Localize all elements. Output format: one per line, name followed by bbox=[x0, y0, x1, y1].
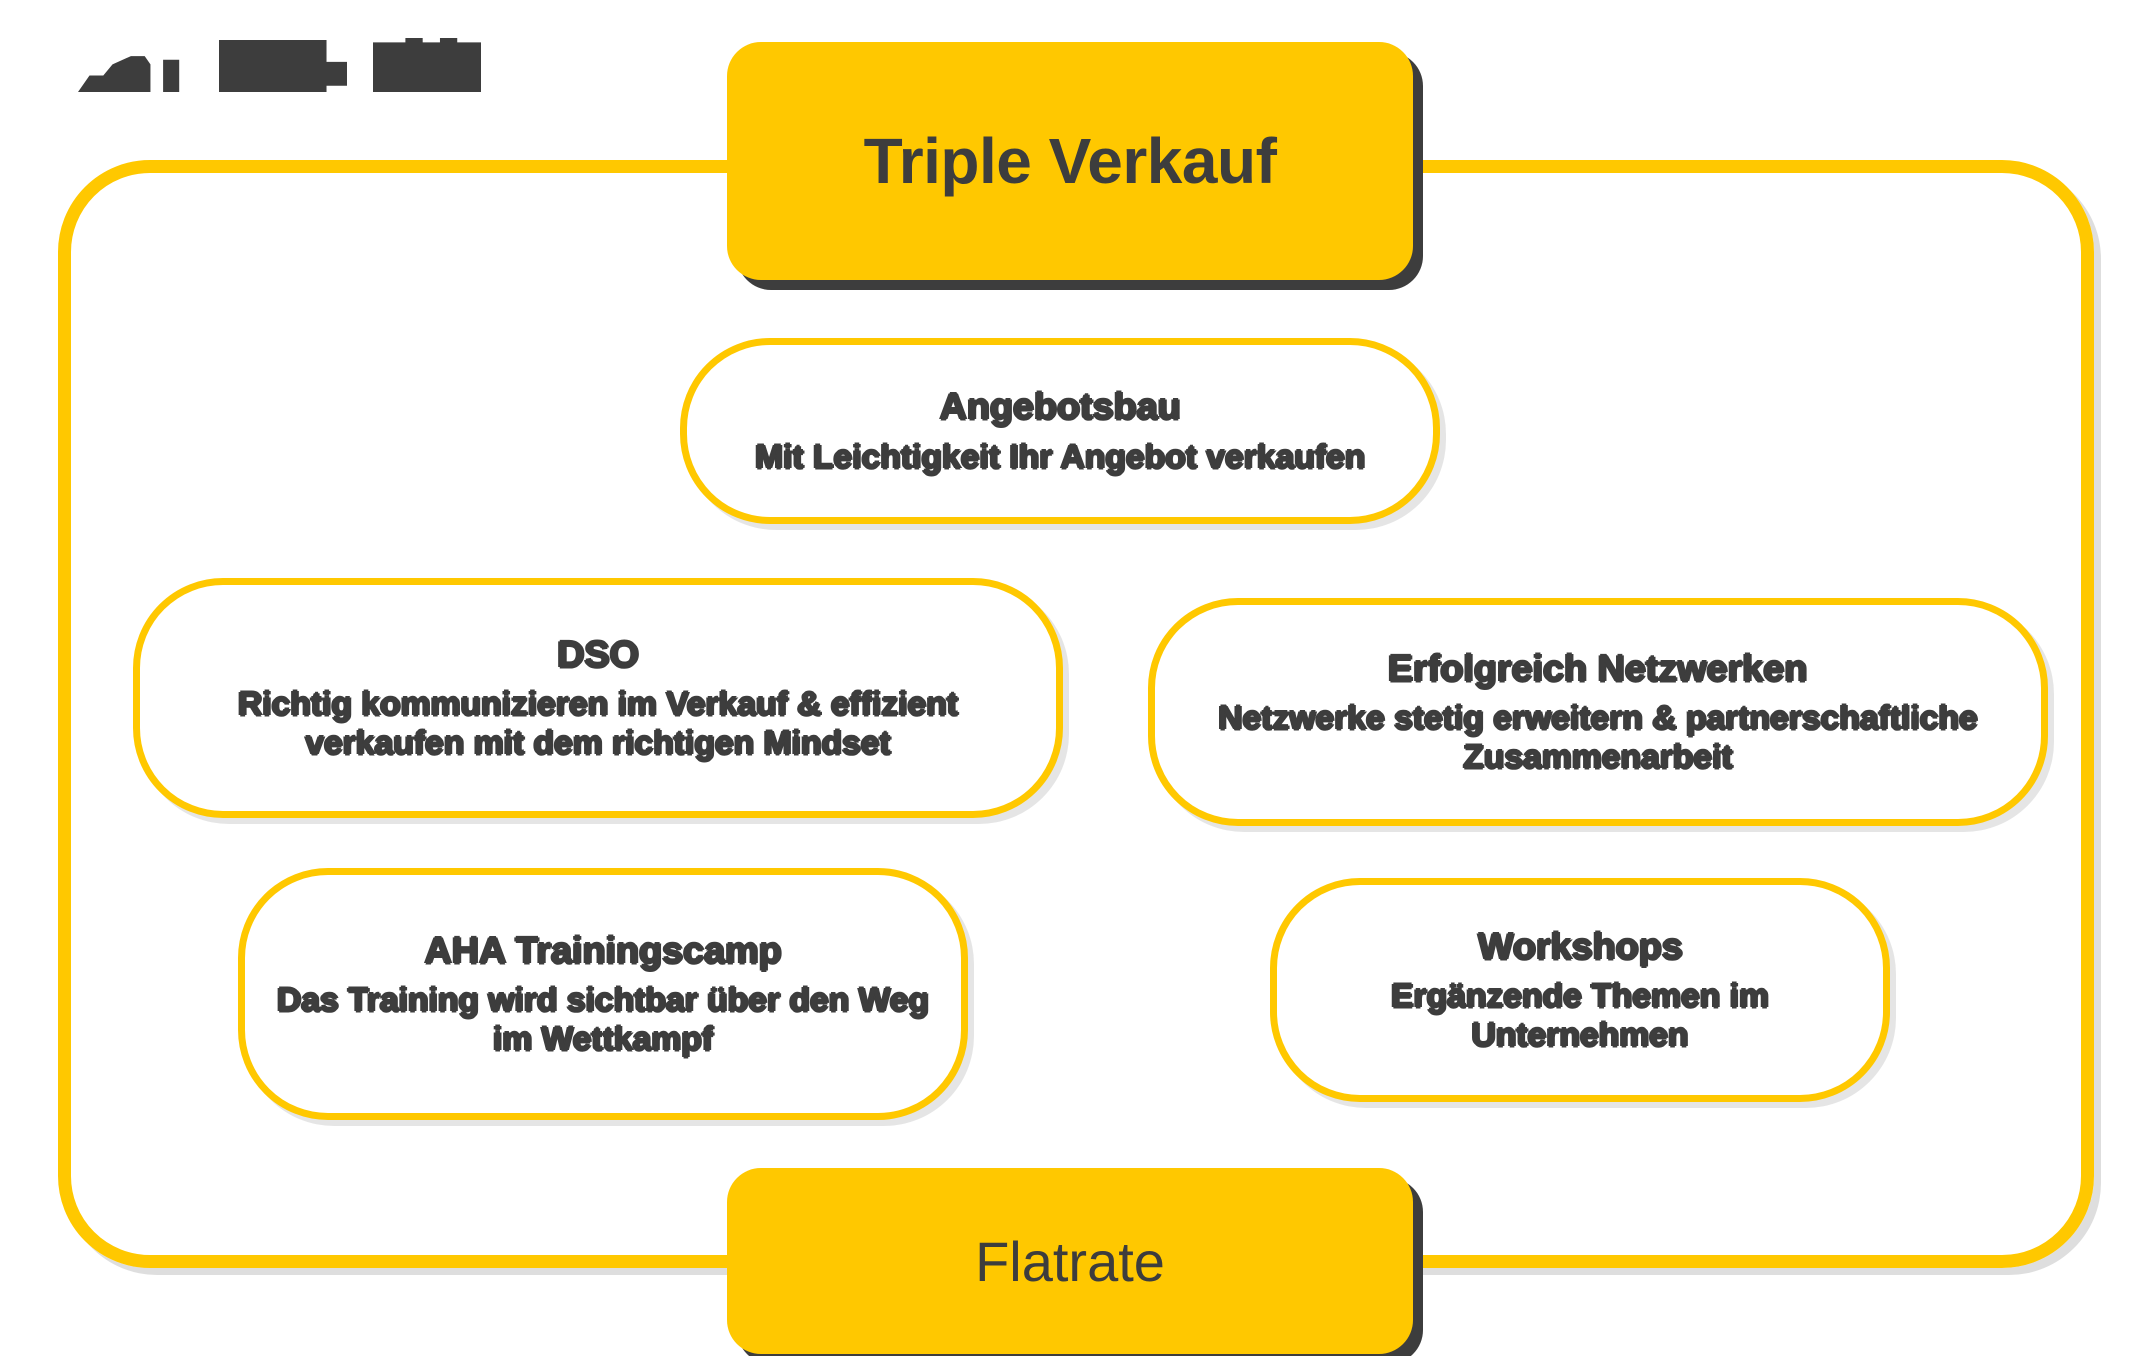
node-workshops[interactable]: Workshops Ergänzende Themen im Unternehm… bbox=[1270, 878, 1890, 1102]
node-workshops-title: Workshops bbox=[1477, 925, 1683, 967]
header-node-label: Triple Verkauf bbox=[863, 125, 1277, 197]
node-aha-trainingscamp-title: AHA Trainingscamp bbox=[424, 929, 782, 971]
node-aha-trainingscamp[interactable]: AHA Trainingscamp Das Training wird sich… bbox=[238, 868, 968, 1120]
node-workshops-description: Ergänzende Themen im Unternehmen bbox=[1391, 977, 1769, 1054]
logo-block-3 bbox=[373, 38, 481, 92]
node-dso[interactable]: DSO Richtig kommunizieren im Verkauf & e… bbox=[133, 578, 1063, 818]
node-netzwerken-description: Netzwerke stetig erweitern & partnerscha… bbox=[1218, 699, 1978, 776]
node-netzwerken[interactable]: Erfolgreich Netzwerken Netzwerke stetig … bbox=[1148, 598, 2048, 826]
node-aha-trainingscamp-description: Das Training wird sichtbar über den Weg … bbox=[276, 981, 930, 1058]
node-netzwerken-title: Erfolgreich Netzwerken bbox=[1388, 647, 1808, 689]
node-angebotsaufbau-title: Angebotsbau bbox=[939, 386, 1181, 428]
logo-block-1 bbox=[78, 56, 180, 92]
outer-container-frame bbox=[58, 160, 2094, 1268]
logo-watermark-redacted bbox=[78, 30, 508, 92]
logo-block-2 bbox=[219, 40, 347, 92]
node-angebotsaufbau[interactable]: Angebotsbau Mit Leichtigkeit Ihr Angebot… bbox=[680, 338, 1440, 524]
footer-node-flatrate[interactable]: Flatrate bbox=[727, 1168, 1413, 1354]
node-dso-description: Richtig kommunizieren im Verkauf & effiz… bbox=[237, 685, 959, 762]
node-angebotsaufbau-description: Mit Leichtigkeit Ihr Angebot verkaufen bbox=[754, 437, 1366, 475]
node-dso-title: DSO bbox=[557, 633, 639, 675]
footer-node-label: Flatrate bbox=[975, 1229, 1165, 1293]
header-node-triple-verkauf[interactable]: Triple Verkauf bbox=[727, 42, 1413, 280]
